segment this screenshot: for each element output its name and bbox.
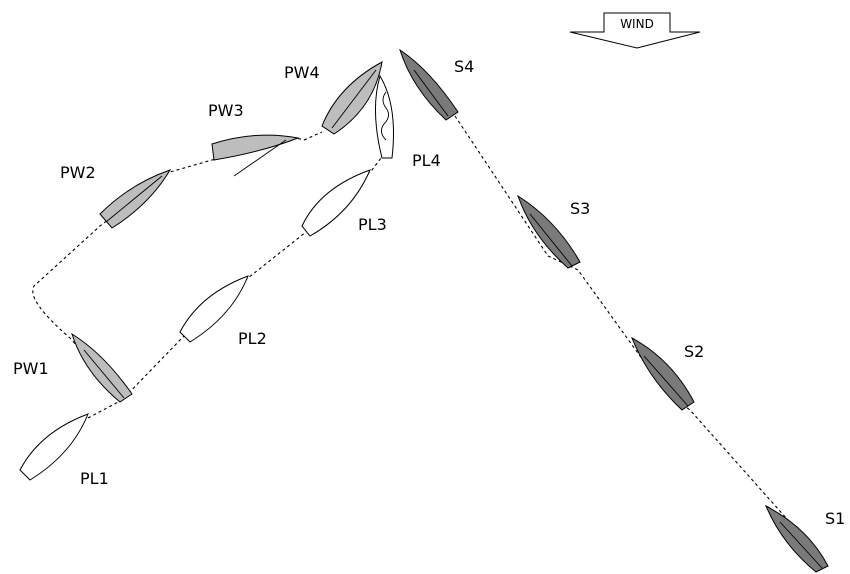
boat-S3-hull (517, 194, 581, 269)
label-PL1: PL1 (80, 469, 109, 488)
boat-PL1-hull (19, 413, 89, 481)
boat-PL3 (301, 169, 371, 237)
port-windward-track (32, 131, 323, 399)
boat-PW1-hull (71, 332, 133, 403)
label-S4: S4 (454, 57, 474, 76)
boat-PW4-hull (321, 61, 383, 135)
boat-PW1 (71, 332, 133, 403)
label-PW3: PW3 (208, 101, 244, 120)
boat-S1 (764, 504, 829, 573)
boat-PW4 (321, 61, 383, 135)
starboard-track (454, 115, 796, 529)
wind-arrow-icon (569, 12, 701, 49)
boat-S4-hull (399, 48, 459, 121)
label-S2: S2 (684, 342, 704, 361)
wind-indicator: WIND (569, 12, 701, 49)
boat-PL3-hull (301, 169, 371, 237)
boat-PL2 (179, 275, 249, 343)
boat-PL1 (19, 413, 89, 481)
label-S3: S3 (570, 199, 590, 218)
boat-PL4-hull (375, 74, 394, 159)
boat-PL4 (375, 74, 394, 159)
boat-S1-hull (764, 504, 829, 573)
label-S1: S1 (825, 509, 845, 528)
boat-PW3-hull (211, 134, 300, 161)
boat-PW2 (99, 169, 172, 229)
boat-PL2-hull (179, 275, 249, 343)
boat-S3 (517, 194, 581, 269)
boat-labels: S4 S3 S2 S1 PW4 PW3 PW2 PW1 PL4 PL3 PL2 … (13, 57, 845, 528)
label-PW1: PW1 (13, 359, 49, 378)
boat-S4 (399, 48, 459, 121)
label-PL2: PL2 (238, 329, 267, 348)
boat-PW3 (211, 134, 300, 177)
boat-PW2-hull (99, 169, 172, 229)
wind-label: WIND (620, 17, 654, 31)
tracks (32, 115, 796, 529)
label-PW2: PW2 (60, 163, 96, 182)
label-PW4: PW4 (284, 63, 320, 82)
boat-S2 (631, 336, 695, 411)
label-PL4: PL4 (412, 151, 441, 170)
label-PL3: PL3 (358, 215, 387, 234)
